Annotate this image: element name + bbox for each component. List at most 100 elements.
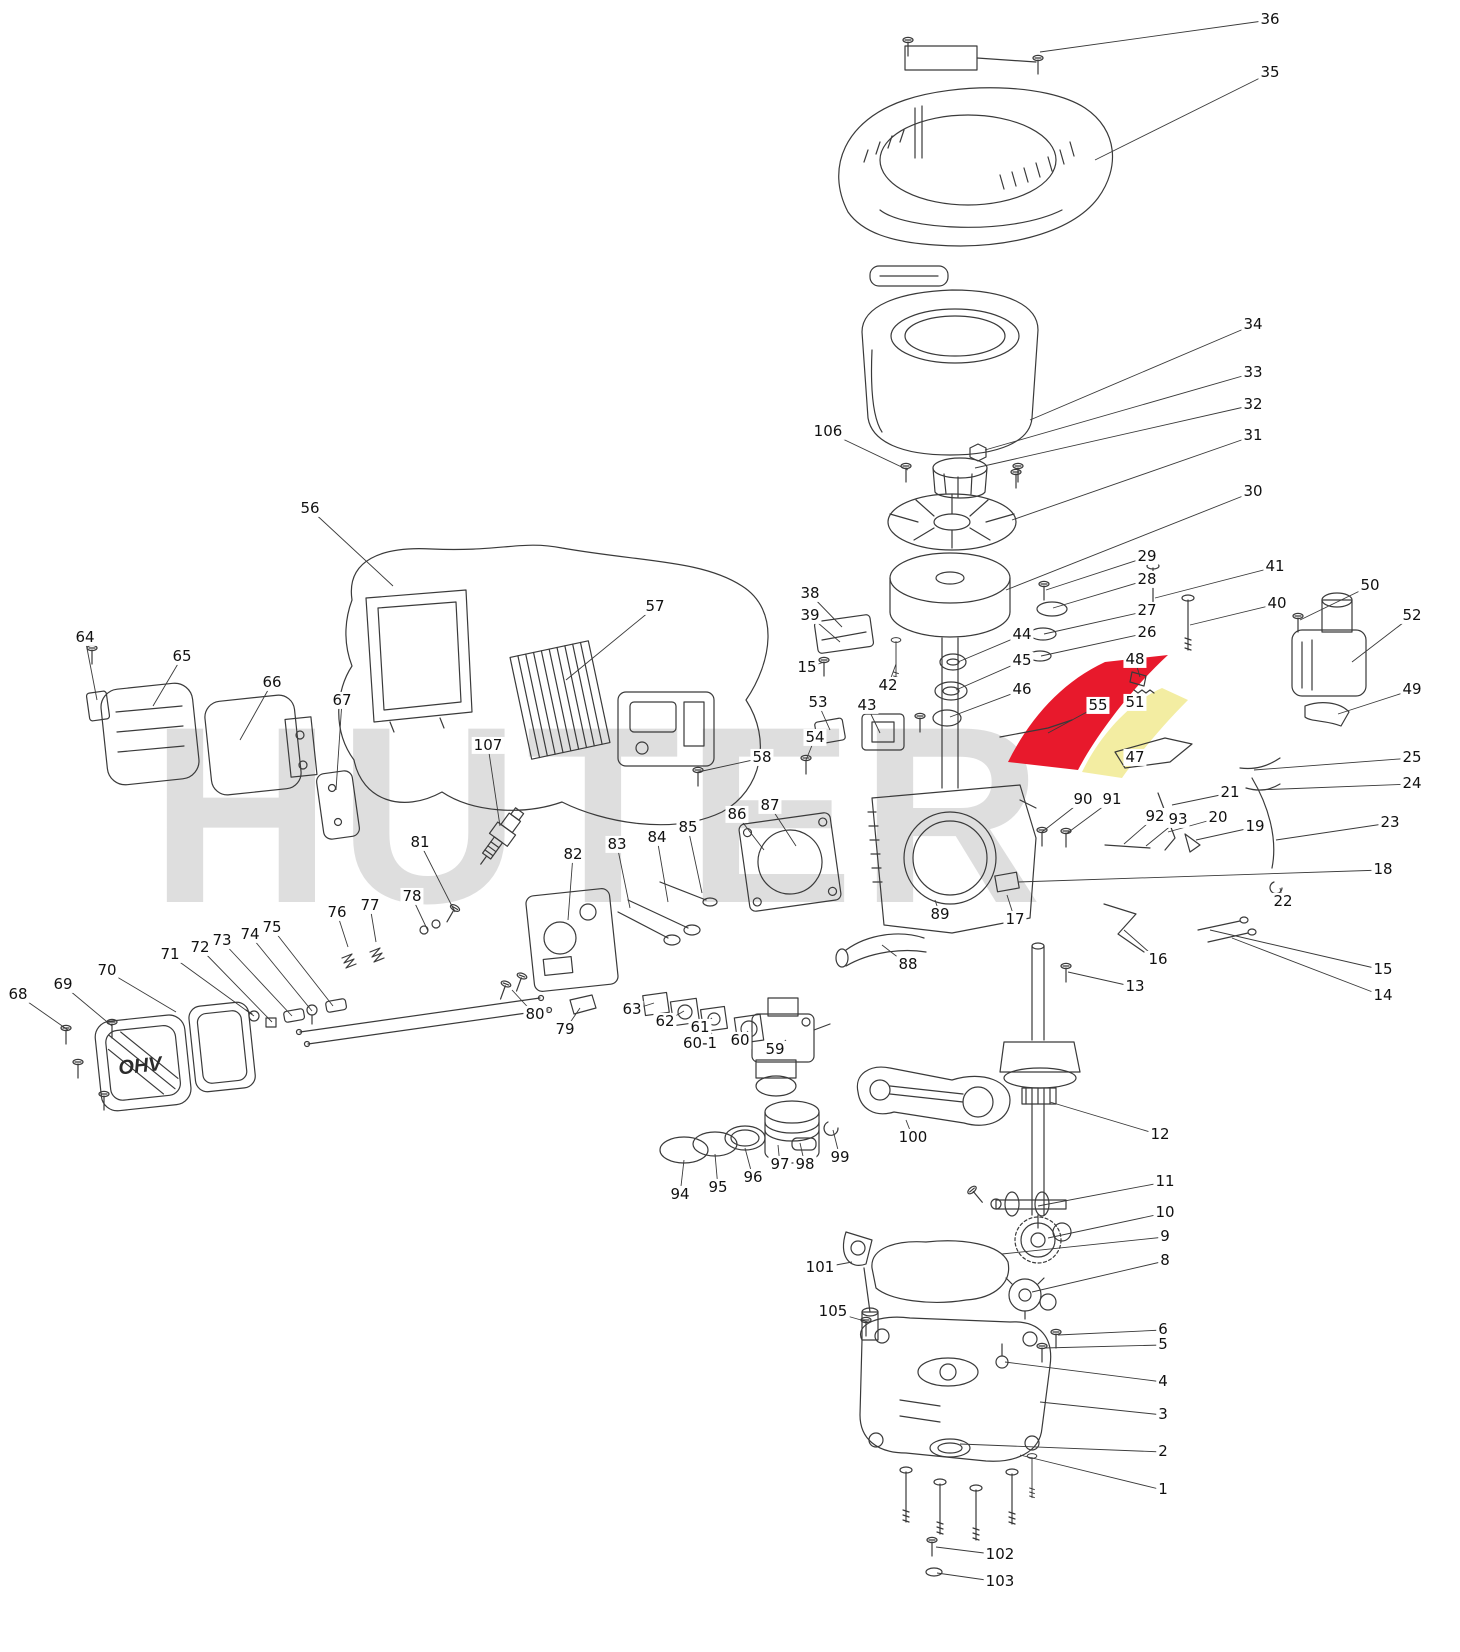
ohv-label: OHV [117, 1053, 164, 1080]
part-callout-41: 41 [1263, 556, 1287, 575]
part-callout-73: 73 [210, 930, 234, 949]
part-callout-17: 17 [1003, 909, 1027, 928]
part-callout-25: 25 [1400, 747, 1424, 766]
valve-cover-gasket [188, 1001, 256, 1093]
part-callout-40: 40 [1265, 593, 1289, 612]
part-callout-86: 86 [725, 804, 749, 823]
part-callout-49: 49 [1400, 679, 1424, 698]
part-callout-67: 67 [330, 690, 354, 709]
part-callout-96: 96 [741, 1167, 765, 1186]
part-callout-95: 95 [706, 1177, 730, 1196]
part-callout-72: 72 [188, 937, 212, 956]
part-callout-45: 45 [1010, 650, 1034, 669]
part-callout-66: 66 [260, 672, 284, 691]
intake-manifold [835, 933, 927, 968]
part-callout-74: 74 [238, 924, 262, 943]
part-callout-101: 101 [803, 1257, 837, 1276]
part-callout-97: 97 [768, 1154, 792, 1173]
part-callout-84: 84 [645, 827, 669, 846]
part-callout-5: 5 [1156, 1334, 1170, 1353]
part-callout-29: 29 [1135, 546, 1159, 565]
part-callout-10: 10 [1153, 1202, 1177, 1221]
part-callout-50: 50 [1358, 575, 1382, 594]
fuel-tank [861, 265, 1039, 456]
speed-control-plate [813, 614, 902, 683]
part-callout-83: 83 [605, 834, 629, 853]
part-callout-14: 14 [1371, 985, 1395, 1004]
part-callout-100: 100 [896, 1127, 930, 1146]
part-callout-18: 18 [1371, 859, 1395, 878]
oil-dipstick [842, 1231, 879, 1341]
part-callout-92: 92 [1143, 806, 1167, 825]
part-callout-38: 38 [798, 583, 822, 602]
part-callout-103: 103 [983, 1571, 1017, 1590]
part-callout-59: 59 [763, 1039, 787, 1058]
spark-plug [480, 807, 525, 865]
part-callout-13: 13 [1123, 976, 1147, 995]
part-callout-34: 34 [1241, 314, 1265, 333]
part-callout-87: 87 [758, 795, 782, 814]
part-callout-28: 28 [1135, 569, 1159, 588]
rocker-parts [245, 998, 348, 1028]
part-callout-1: 1 [1156, 1479, 1170, 1498]
crankshaft [999, 942, 1081, 1229]
part-callout-20: 20 [1206, 807, 1230, 826]
part-callout-35: 35 [1258, 62, 1282, 81]
part-callout-48: 48 [1123, 649, 1147, 668]
part-callout-30: 30 [1241, 481, 1265, 500]
valve-springs [341, 919, 441, 969]
part-callout-36: 36 [1258, 9, 1282, 28]
part-callout-47: 47 [1123, 747, 1147, 766]
part-callout-105: 105 [816, 1301, 850, 1320]
part-callout-78: 78 [400, 886, 424, 905]
part-callout-85: 85 [676, 817, 700, 836]
air-duct-box [1291, 592, 1367, 727]
part-callout-64: 64 [73, 627, 97, 646]
part-callout-81: 81 [408, 832, 432, 851]
part-callout-102: 102 [983, 1544, 1017, 1563]
part-callout-76: 76 [325, 902, 349, 921]
logo-swoosh-yellow [1082, 688, 1188, 778]
part-callout-58: 58 [750, 747, 774, 766]
part-callout-26: 26 [1135, 622, 1159, 641]
part-callout-21: 21 [1218, 782, 1242, 801]
air-filter-cover [338, 544, 769, 826]
part-callout-79: 79 [553, 1019, 577, 1038]
muffler-assembly [85, 644, 360, 840]
part-callout-27: 27 [1135, 600, 1159, 619]
part-callout-61: 61 [688, 1017, 712, 1036]
part-callout-51: 51 [1123, 692, 1147, 711]
governor-gear [995, 1277, 1062, 1369]
cylinder-head [525, 881, 718, 1015]
crankcase-gasket [871, 1240, 1010, 1303]
part-callout-57: 57 [643, 596, 667, 615]
part-callout-22: 22 [1271, 891, 1295, 910]
part-callout-90: 90 [1071, 789, 1095, 808]
part-callout-91: 91 [1100, 789, 1124, 808]
part-callout-24: 24 [1400, 773, 1424, 792]
part-callout-23: 23 [1378, 812, 1402, 831]
part-callout-31: 31 [1241, 425, 1265, 444]
push-rods [295, 902, 553, 1048]
air-filter-element [509, 640, 611, 760]
part-callout-39: 39 [798, 605, 822, 624]
head-gaskets [738, 812, 842, 912]
part-callout-82: 82 [561, 844, 585, 863]
part-callout-60: 60 [728, 1030, 752, 1049]
part-callout-15: 15 [795, 657, 819, 676]
top-bracket [902, 36, 1044, 75]
part-callout-77: 77 [358, 895, 382, 914]
part-callout-70: 70 [95, 960, 119, 979]
recoil-starter-cover [838, 87, 1114, 247]
camshaft [965, 1184, 1072, 1264]
part-callout-68: 68 [6, 984, 30, 1003]
part-callout-9: 9 [1158, 1226, 1172, 1245]
part-callout-6: 6 [1156, 1319, 1170, 1338]
part-callout-52: 52 [1400, 605, 1424, 624]
part-callout-88: 88 [896, 954, 920, 973]
part-callout-62: 62 [653, 1011, 677, 1030]
part-callout-4: 4 [1156, 1371, 1170, 1390]
cooling-fan [887, 493, 1017, 551]
